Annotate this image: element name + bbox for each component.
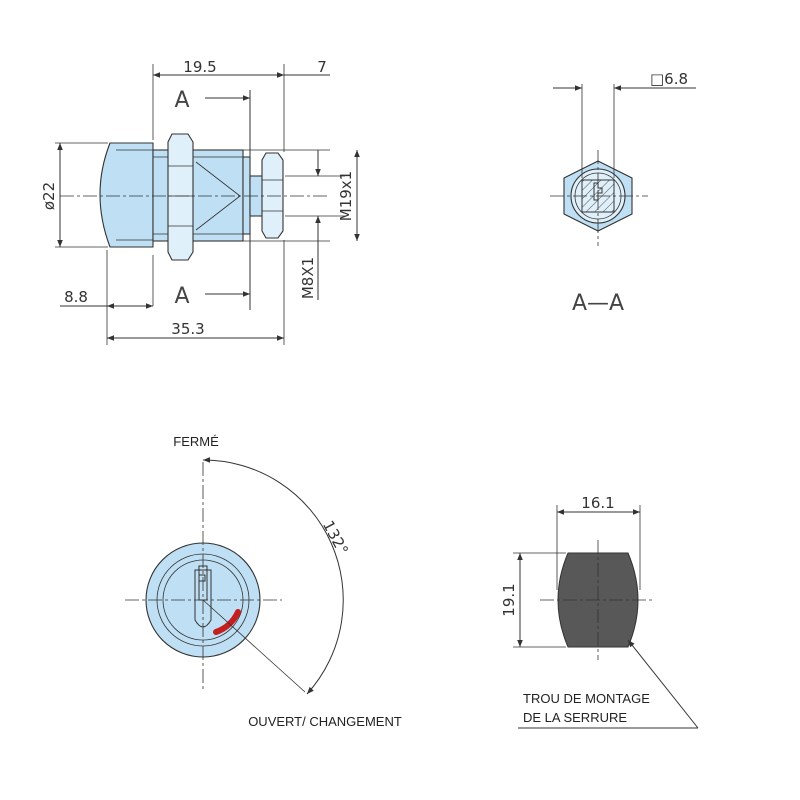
label-open: OUVERT/ CHANGEMENT [248, 714, 402, 729]
label-closed: FERMÉ [173, 434, 219, 449]
dim-thread-small: M8X1 [299, 257, 317, 299]
front-view: 132° FERMÉ OUVERT/ CHANGEMENT [125, 434, 402, 729]
dim-hole-height: 19.1 [500, 583, 518, 616]
mounting-hole-view: 16.1 19.1 TROU DE MONTAGE DE LA SERRURE [500, 494, 699, 729]
dim-thread-main: M19x1 [337, 171, 355, 221]
small-nut [261, 152, 284, 239]
dim-angle: 132° [319, 517, 352, 557]
section-marker-top: A [174, 88, 189, 113]
lock-head [99, 142, 154, 248]
dim-width-rear: 7 [317, 58, 327, 76]
section-marker-bottom: A [174, 284, 189, 309]
hex-nut [167, 133, 194, 261]
side-view: 19.5 7 A A ø22 M19x1 M8X1 8.8 35.3 [40, 58, 360, 345]
hole-label-line2: DE LA SERRURE [523, 710, 627, 725]
dim-total-length: 35.3 [171, 320, 204, 338]
hole-label-line1: TROU DE MONTAGE [523, 691, 650, 706]
dim-front-offset: 8.8 [64, 288, 88, 306]
section-title: A—A [572, 291, 624, 316]
dim-diameter: ø22 [40, 182, 58, 210]
angle-arc [202, 457, 344, 695]
dim-width-front: 19.5 [183, 58, 216, 76]
dim-square: □6.8 [650, 70, 688, 88]
section-view: □6.8 A—A [550, 70, 696, 316]
dim-hole-width: 16.1 [581, 494, 614, 512]
